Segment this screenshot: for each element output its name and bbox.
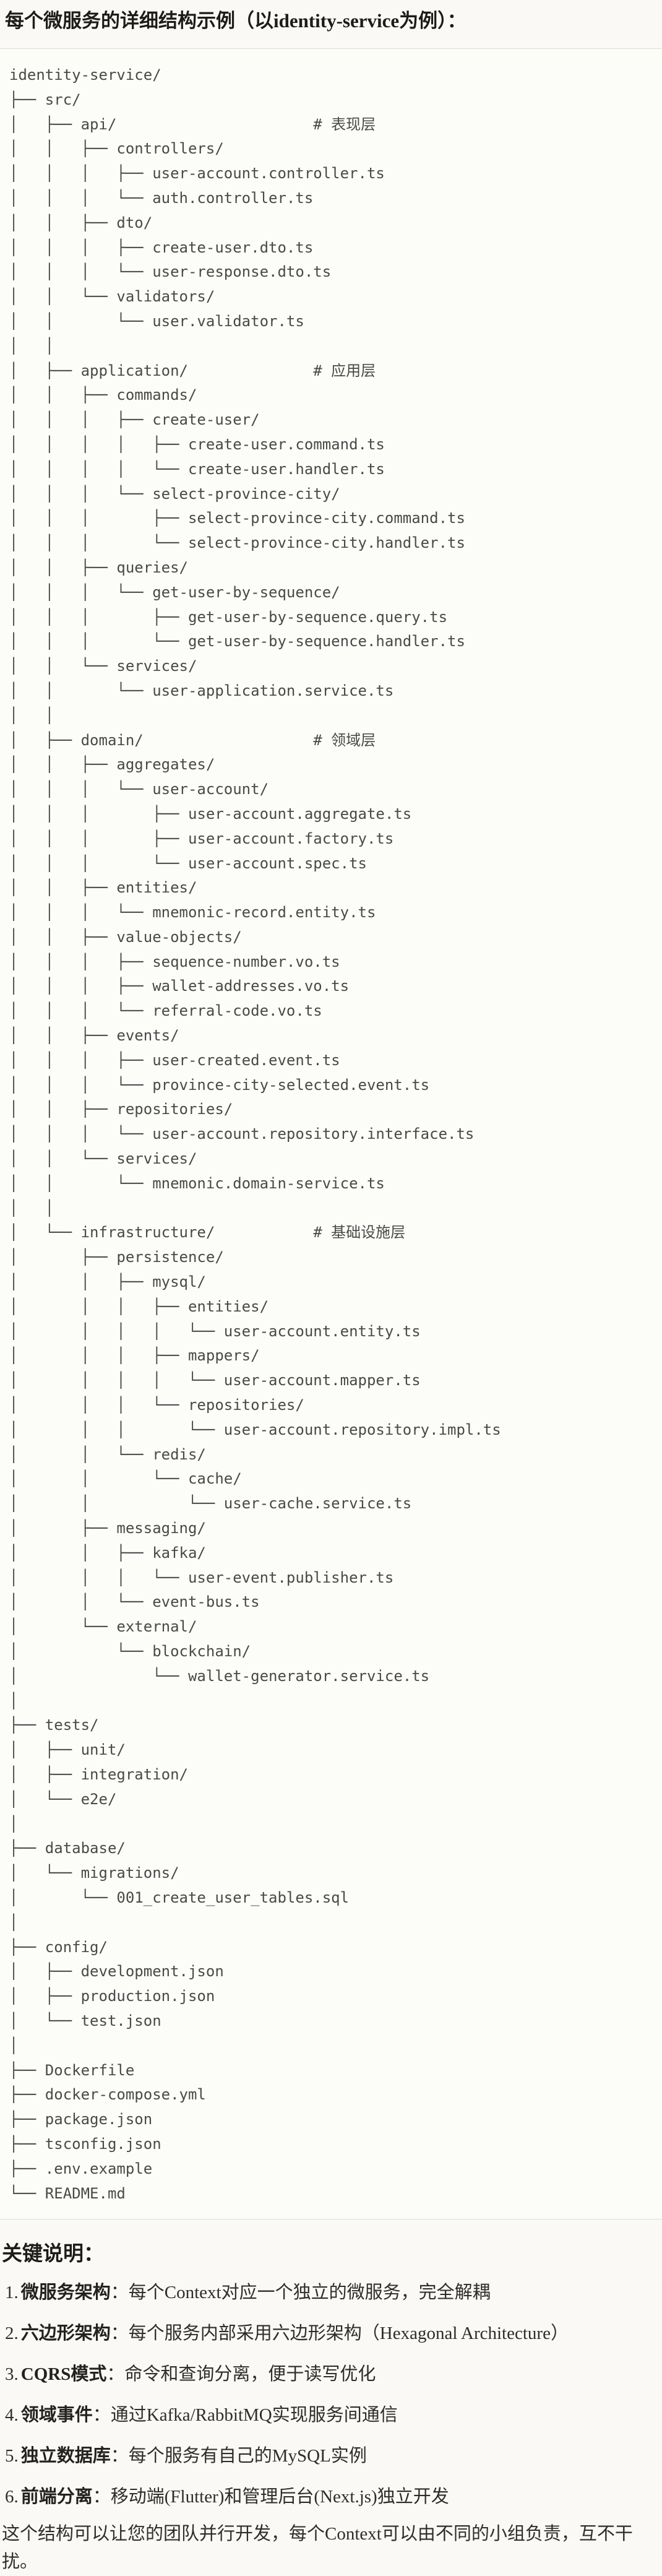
note-number: 2.	[5, 2323, 19, 2344]
page-title: 每个微服务的详细结构示例（以identity-service为例）：	[5, 10, 466, 32]
note-desc: ：移动端(Flutter)和管理后台(Next.js)独立开发	[92, 2487, 449, 2507]
note-label: 前端分离	[20, 2487, 93, 2507]
directory-tree-code-block: identity-service/ ├── src/ │ ├── api/ # …	[0, 48, 662, 2220]
note-number: 4.	[5, 2405, 19, 2426]
note-item: 1.微服务架构：每个Context对应一个独立的微服务，完全解耦	[5, 2279, 662, 2307]
note-item: 3.CQRS模式：命令和查询分离，便于读写优化	[5, 2361, 662, 2388]
note-item: 4.领域事件：通过Kafka/RabbitMQ实现服务间通信	[5, 2401, 662, 2429]
note-item: 2.六边形架构：每个服务内部采用六边形架构（Hexagonal Architec…	[5, 2320, 662, 2348]
note-label: CQRS模式	[20, 2364, 107, 2385]
closing-paragraph: 这个结构可以让您的团队并行开发，每个Context可以由不同的小组负责，互不干扰…	[2, 2524, 633, 2572]
notes-heading: 关键说明：	[2, 2243, 104, 2266]
note-number: 5.	[5, 2446, 19, 2466]
note-item: 6.前端分离：移动端(Flutter)和管理后台(Next.js)独立开发	[5, 2483, 662, 2511]
note-label: 六边形架构	[20, 2323, 111, 2344]
note-item: 5.独立数据库：每个服务有自己的MySQL实例	[5, 2442, 662, 2470]
note-label: 领域事件	[20, 2405, 93, 2426]
note-desc: ：命令和查询分离，便于读写优化	[106, 2364, 376, 2385]
note-desc: ：通过Kafka/RabbitMQ实现服务间通信	[92, 2405, 398, 2426]
note-number: 6.	[5, 2487, 19, 2507]
note-number: 1.	[5, 2283, 19, 2303]
note-desc: ：每个Context对应一个独立的微服务，完全解耦	[110, 2283, 491, 2303]
note-desc: ：每个服务有自己的MySQL实例	[110, 2446, 367, 2466]
note-desc: ：每个服务内部采用六边形架构（Hexagonal Architecture）	[110, 2323, 569, 2344]
note-label: 独立数据库	[20, 2446, 111, 2466]
note-label: 微服务架构	[20, 2283, 111, 2303]
note-number: 3.	[5, 2364, 19, 2385]
